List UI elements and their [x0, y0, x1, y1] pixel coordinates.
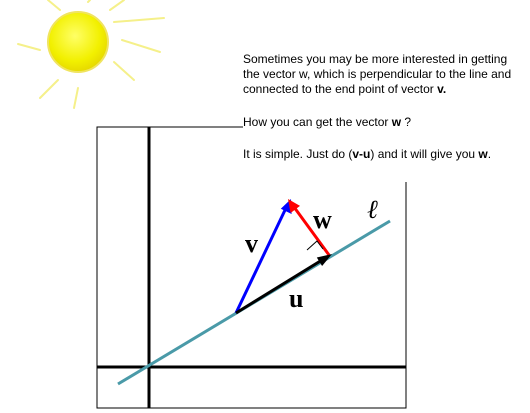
axes: [97, 127, 406, 408]
p2-text: How you can get the vector: [243, 115, 392, 129]
p3-bold-1: v-u: [352, 147, 371, 161]
label-w: w: [313, 205, 332, 234]
paragraph-2: How you can get the vector w ?: [243, 115, 525, 130]
p2-bold: w: [391, 115, 402, 129]
sun-icon: [17, 0, 165, 109]
label-v: v: [245, 229, 258, 258]
label-line: ℓ: [367, 195, 378, 225]
p3-text: It is simple. Just do (: [243, 147, 353, 161]
p2-end: ?: [401, 115, 412, 129]
p1-text: Sometimes you may be more interested in …: [243, 52, 512, 96]
p3-end: .: [487, 147, 492, 161]
explanation-text: Sometimes you may be more interested in …: [243, 52, 525, 162]
sun-rays: [17, 0, 165, 109]
right-angle-mark: [306, 240, 324, 251]
vector-u: [235, 254, 332, 315]
p1-bold: v.: [437, 82, 447, 96]
p3-bold-2: w: [478, 147, 488, 161]
p3-mid: ) and it will give you: [370, 147, 479, 161]
label-u: u: [289, 284, 303, 313]
sun-disc: [47, 11, 109, 73]
paragraph-3: It is simple. Just do (v-u) and it will …: [243, 147, 525, 162]
plot-frame: [96, 126, 407, 409]
vector-w: [288, 199, 331, 256]
paragraph-1: Sometimes you may be more interested in …: [243, 52, 525, 97]
